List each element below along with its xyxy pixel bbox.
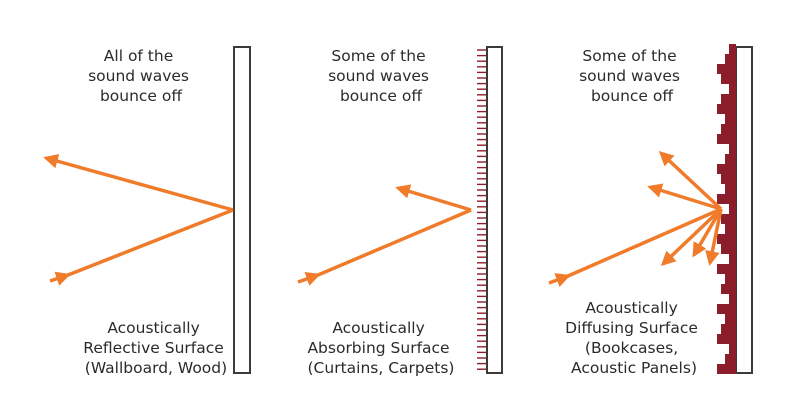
absorbing-wall [486, 46, 503, 374]
absorbing-top-text: Some of the sound waves bounce off [328, 47, 434, 105]
absorbing-reflected-arrow [395, 184, 472, 212]
reflective-top-line-1: All of the [104, 47, 173, 65]
absorbing-incident-ray [317, 208, 472, 277]
diffusing-top-line-1: Some of the [582, 47, 676, 65]
diffusing-reflected-arrow-3 [692, 208, 723, 258]
diffusing-top-text: Some of the sound waves bounce off [579, 47, 685, 105]
absorbing-bottom-line-2: Absorbing Surface [307, 339, 449, 357]
absorbing-bottom-line-1: Acoustically [332, 319, 424, 337]
reflective-top-text: All of the sound waves bounce off [88, 47, 194, 105]
reflective-wall [233, 46, 251, 374]
diffusing-panel [717, 44, 736, 374]
reflective-bottom-line-1: Acoustically [107, 319, 199, 337]
absorbing-bottom-text: Acoustically Absorbing Surface (Curtains… [307, 319, 454, 377]
diffusing-reflected-arrow-4 [660, 207, 723, 267]
absorbing-top-line-3: bounce off [340, 87, 422, 105]
diffusing-reflected-arrow-2 [647, 183, 722, 211]
reflective-incident-arrow [49, 271, 71, 286]
reflective-bottom-line-3: (Wallboard, Wood) [85, 359, 227, 377]
reflective-top-line-3: bounce off [100, 87, 182, 105]
absorbing-top-line-2: sound waves [328, 67, 429, 85]
absorbing-top-line-1: Some of the [331, 47, 425, 65]
reflective-reflected-arrow [43, 154, 234, 212]
diffusing-top-line-2: sound waves [579, 67, 680, 85]
reflective-bottom-text: Acoustically Reflective Surface (Wallboa… [83, 319, 228, 377]
diffusing-bottom-text: Acoustically Diffusing Surface (Bookcase… [565, 299, 703, 377]
diffusing-top-line-3: bounce off [591, 87, 673, 105]
absorbing-fibers [477, 49, 486, 370]
reflective-top-line-2: sound waves [88, 67, 189, 85]
diffusing-bottom-line-3: (Bookcases, [585, 339, 678, 357]
diffusing-reflected-arrow-1 [658, 150, 723, 211]
diffusing-bottom-line-1: Acoustically [585, 299, 677, 317]
diffusing-incident-arrow [548, 273, 571, 287]
diffusing-reflected-arrow-5 [705, 208, 723, 266]
diffusing-bottom-line-2: Diffusing Surface [565, 319, 698, 337]
reflective-bottom-line-2: Reflective Surface [83, 339, 224, 357]
diffusing-bottom-line-4: Acoustic Panels) [571, 359, 697, 377]
panel-diffusing: Some of the sound waves bounce off Acous… [548, 44, 753, 377]
diffusing-wall [735, 46, 753, 374]
absorbing-bottom-line-3: (Curtains, Carpets) [308, 359, 455, 377]
panel-absorbing: Some of the sound waves bounce off Acous… [297, 46, 503, 377]
absorbing-incident-arrow [297, 271, 321, 286]
diffusing-incident-ray [567, 207, 722, 278]
panel-reflective: All of the sound waves bounce off Acoust… [43, 46, 251, 377]
reflective-incident-ray [67, 208, 234, 277]
